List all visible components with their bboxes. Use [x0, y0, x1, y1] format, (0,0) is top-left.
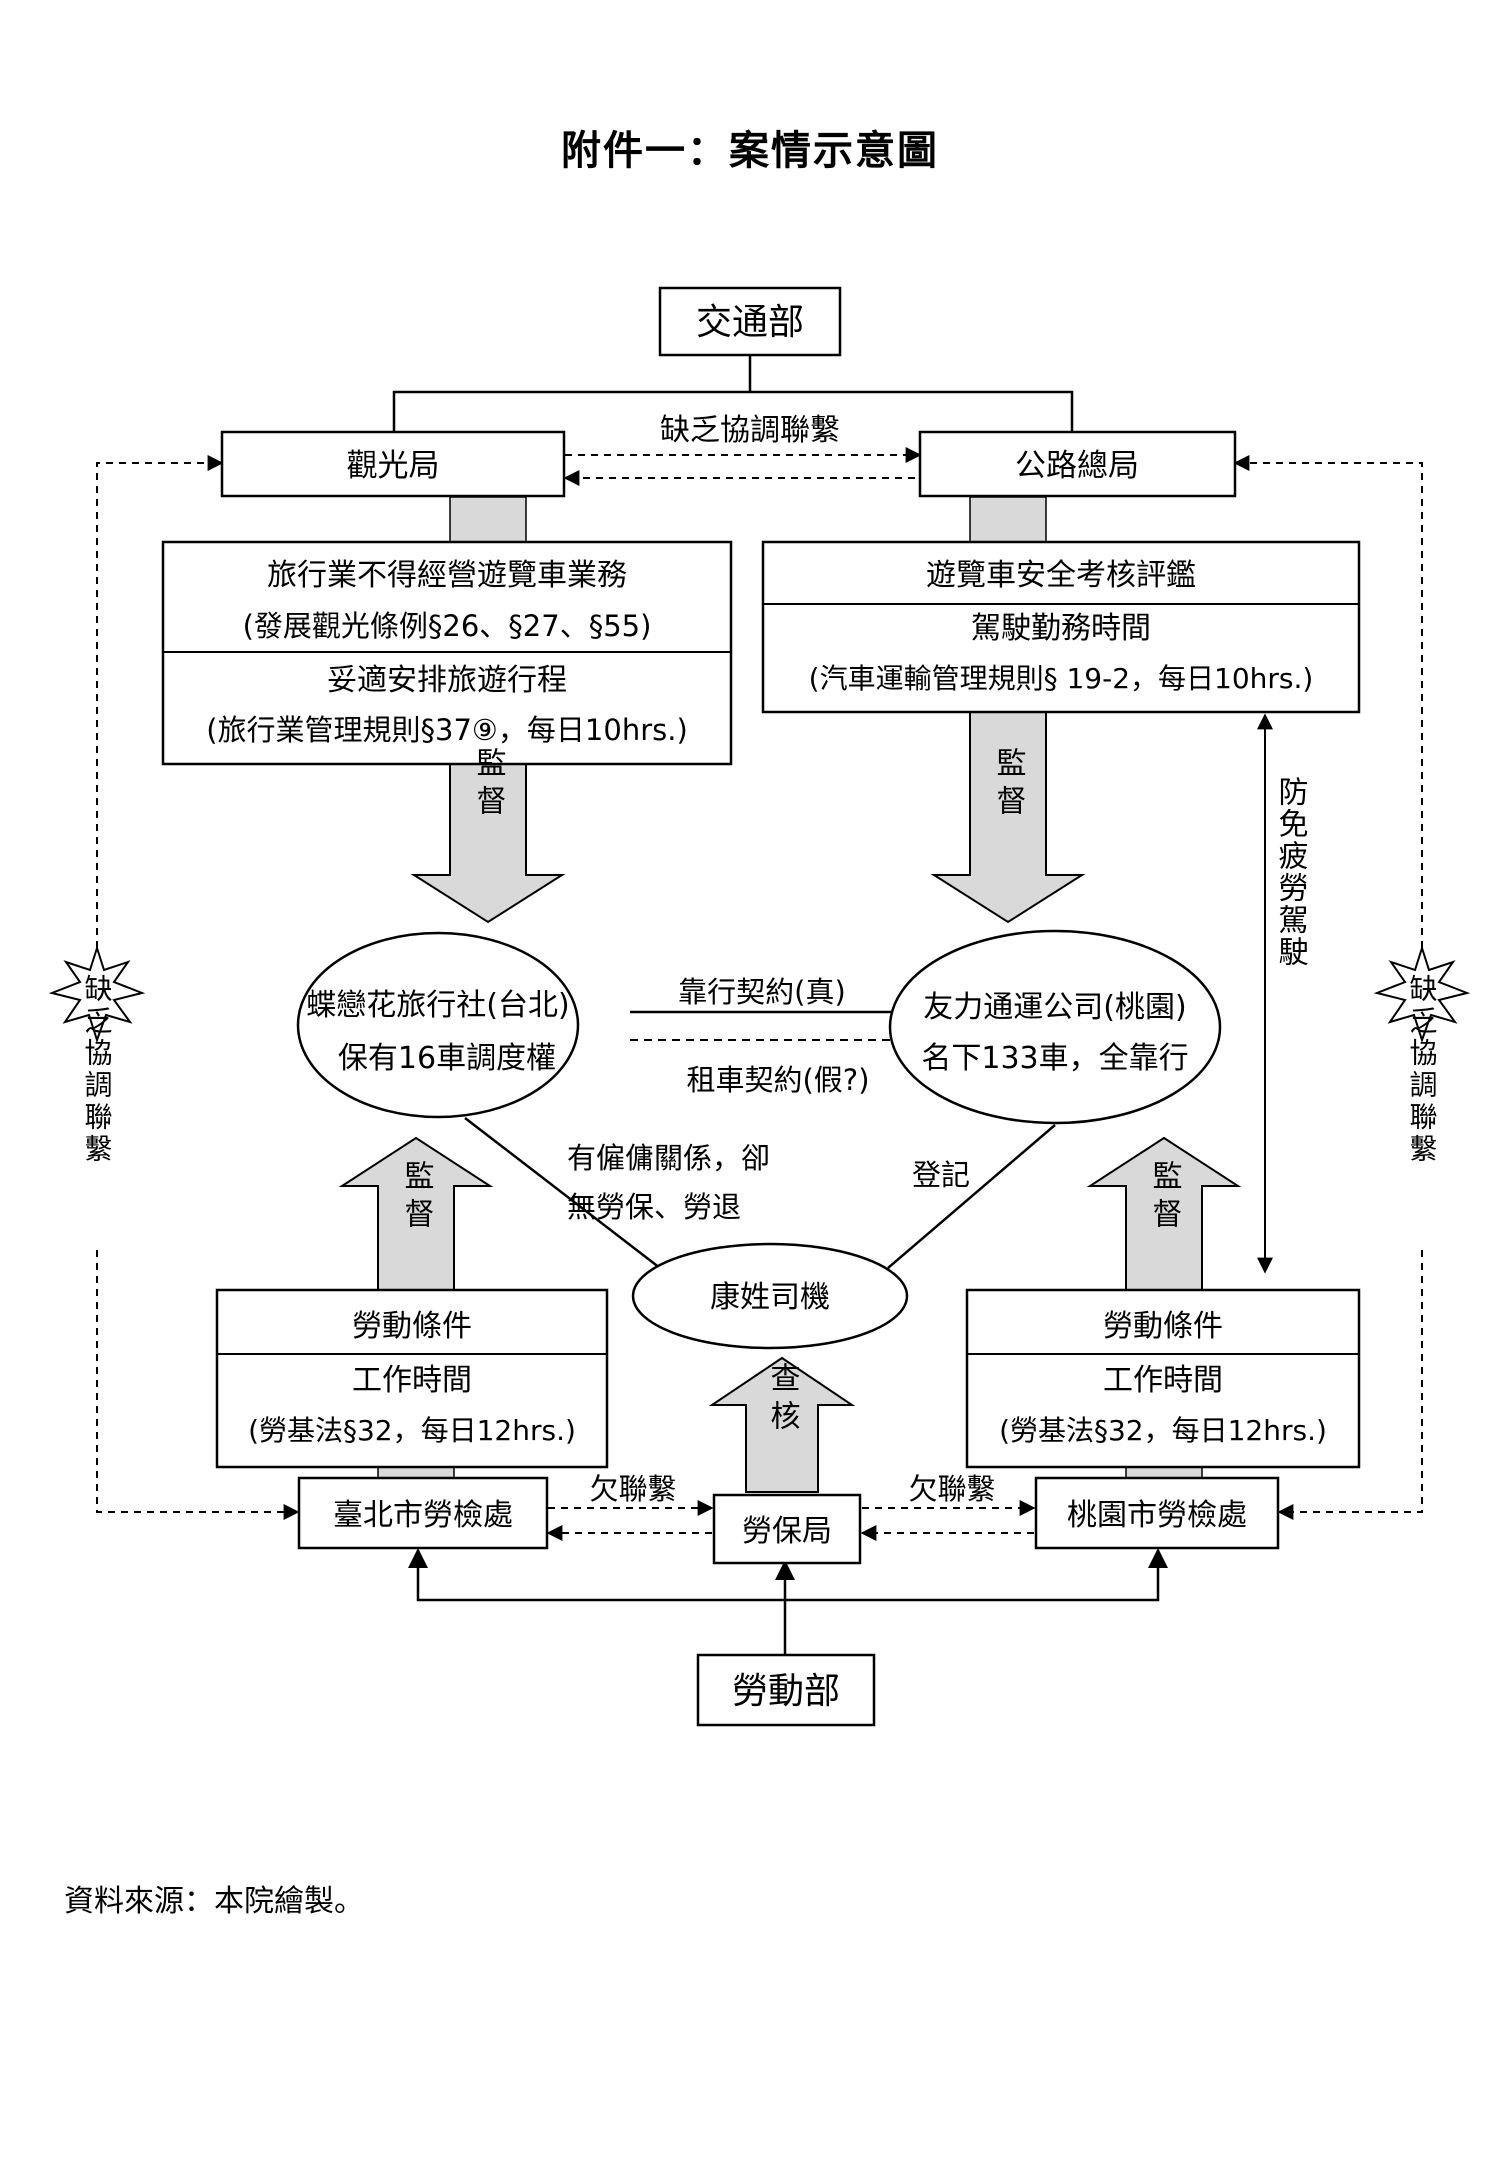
lack-coordination-top-label: 缺乏協調聯繫	[660, 413, 840, 448]
highway-label: 公路總局	[1015, 448, 1139, 484]
tourism-rule-2-law: (旅行業管理規則§37⑨，每日10hrs.)	[206, 713, 688, 747]
left-lower-dashed-arrow	[96, 1250, 300, 1520]
supervise-label-3: 監督	[399, 1160, 434, 1236]
taipei-labor-inspection-node: 臺北市勞檢處	[297, 1476, 549, 1550]
mol-label: 勞動部	[732, 1671, 840, 1712]
bli-label: 勞保局	[742, 1514, 832, 1549]
highway-bureau-node: 公路總局	[918, 430, 1237, 498]
register-line	[887, 1124, 1056, 1269]
labor-left-title: 勞動條件	[352, 1309, 472, 1344]
left-upper-dashed-arrow	[96, 455, 224, 948]
highway-rule-2: 駕駛勤務時間	[971, 611, 1151, 646]
tourism-bureau-node: 觀光局	[220, 430, 566, 498]
tourism-rule-2: 妥適安排旅遊行程	[327, 663, 567, 698]
labor-right-item: 工作時間	[1103, 1363, 1223, 1398]
page-title: 附件一：案情示意圖	[561, 128, 939, 174]
supervise-up-arrow-left	[338, 1136, 494, 1291]
supervise-up-arrow-right	[1086, 1136, 1242, 1291]
labor-left-law: (勞基法§32，每日12hrs.)	[248, 1414, 576, 1447]
mot-node: 交通部	[658, 286, 842, 357]
bus-company-node: 友力通運公司(桃園) 名下133車，全靠行	[888, 929, 1222, 1125]
starburst-icon-right	[1373, 944, 1471, 1044]
bus-company-name: 友力通運公司(桃園)	[923, 990, 1186, 1025]
mot-label: 交通部	[696, 302, 804, 343]
contract-real-label: 靠行契約(真)	[678, 975, 846, 1009]
labor-right-title: 勞動條件	[1103, 1309, 1223, 1344]
contract-fake-label: 租車契約(假?)	[686, 1063, 869, 1097]
bli-node: 勞保局	[712, 1493, 862, 1565]
employment-label-line2: 無勞保、勞退	[567, 1190, 741, 1224]
lack-contact-right-label: 欠聯繫	[908, 1472, 995, 1506]
taipei-labor-label: 臺北市勞檢處	[333, 1498, 513, 1533]
supervise-down-arrow-right	[930, 711, 1086, 924]
driver-node: 康姓司機	[631, 1242, 909, 1350]
mol-to-taoyuan-arrow	[785, 1548, 1168, 1602]
employment-label-line1: 有僱傭關係，卻	[567, 1141, 770, 1175]
highway-rules-box: 遊覽車安全考核評鑑 駕駛勤務時間 (汽車運輸管理規則§ 19-2，每日10hrs…	[761, 540, 1361, 714]
travel-agency-name: 蝶戀花旅行社(台北)	[306, 988, 569, 1023]
starburst-icon-left	[48, 944, 146, 1044]
employment-line	[464, 1117, 661, 1269]
highway-rule-2-law: (汽車運輸管理規則§ 19-2，每日10hrs.)	[809, 662, 1314, 695]
verify-up-arrow	[708, 1356, 856, 1493]
labor-conditions-box-left: 勞動條件 工作時間 (勞基法§32，每日12hrs.)	[215, 1288, 609, 1469]
mol-to-taipei-arrow	[408, 1548, 785, 1602]
tourism-rules-box: 旅行業不得經營遊覽車業務 (發展觀光條例§26、§27、§55) 妥適安排旅遊行…	[161, 540, 733, 766]
travel-agency-note: 保有16車調度權	[338, 1041, 556, 1076]
supervise-label-4: 監督	[1147, 1160, 1182, 1236]
supervise-label-1: 監督	[471, 747, 506, 823]
verify-label: 查核	[765, 1362, 801, 1438]
fatigue-label: 防免疲勞駕駛	[1273, 776, 1309, 968]
supervise-down-arrow-left	[410, 759, 566, 924]
highway-rule-1: 遊覽車安全考核評鑑	[926, 558, 1196, 593]
driver-label: 康姓司機	[710, 1280, 830, 1315]
labor-left-item: 工作時間	[352, 1363, 472, 1398]
highway-connector-bar	[969, 496, 1047, 543]
travel-agency-node: 蝶戀花旅行社(台北) 保有16車調度權	[296, 931, 580, 1119]
tourism-label: 觀光局	[347, 448, 440, 484]
right-lower-dashed-arrow	[1277, 1250, 1423, 1520]
tourism-rule-1: 旅行業不得經營遊覽車業務	[267, 558, 627, 593]
labor-right-law: (勞基法§32，每日12hrs.)	[999, 1414, 1327, 1447]
labor-conditions-box-right: 勞動條件 工作時間 (勞基法§32，每日12hrs.)	[965, 1288, 1361, 1469]
lack-contact-left-label: 欠聯繫	[589, 1472, 676, 1506]
right-upper-dashed-arrow	[1233, 455, 1423, 948]
mol-node: 勞動部	[696, 1653, 876, 1727]
lack-coordination-right-label: 缺乏協調聯繫	[1406, 974, 1439, 1166]
taoyuan-labor-inspection-node: 桃園市勞檢處	[1034, 1476, 1280, 1550]
tourism-rule-1-law: (發展觀光條例§26、§27、§55)	[243, 609, 652, 643]
lack-coordination-left-label: 缺乏協調聯繫	[81, 974, 114, 1166]
supervise-label-2: 監督	[991, 747, 1026, 823]
bus-company-note: 名下133車，全靠行	[921, 1041, 1188, 1076]
source-note: 資料來源：本院繪製。	[64, 1884, 364, 1919]
tourism-connector-bar	[449, 496, 527, 543]
mot-branch-line	[392, 390, 1074, 465]
taoyuan-labor-label: 桃園市勞檢處	[1067, 1498, 1247, 1533]
register-label: 登記	[912, 1158, 970, 1192]
